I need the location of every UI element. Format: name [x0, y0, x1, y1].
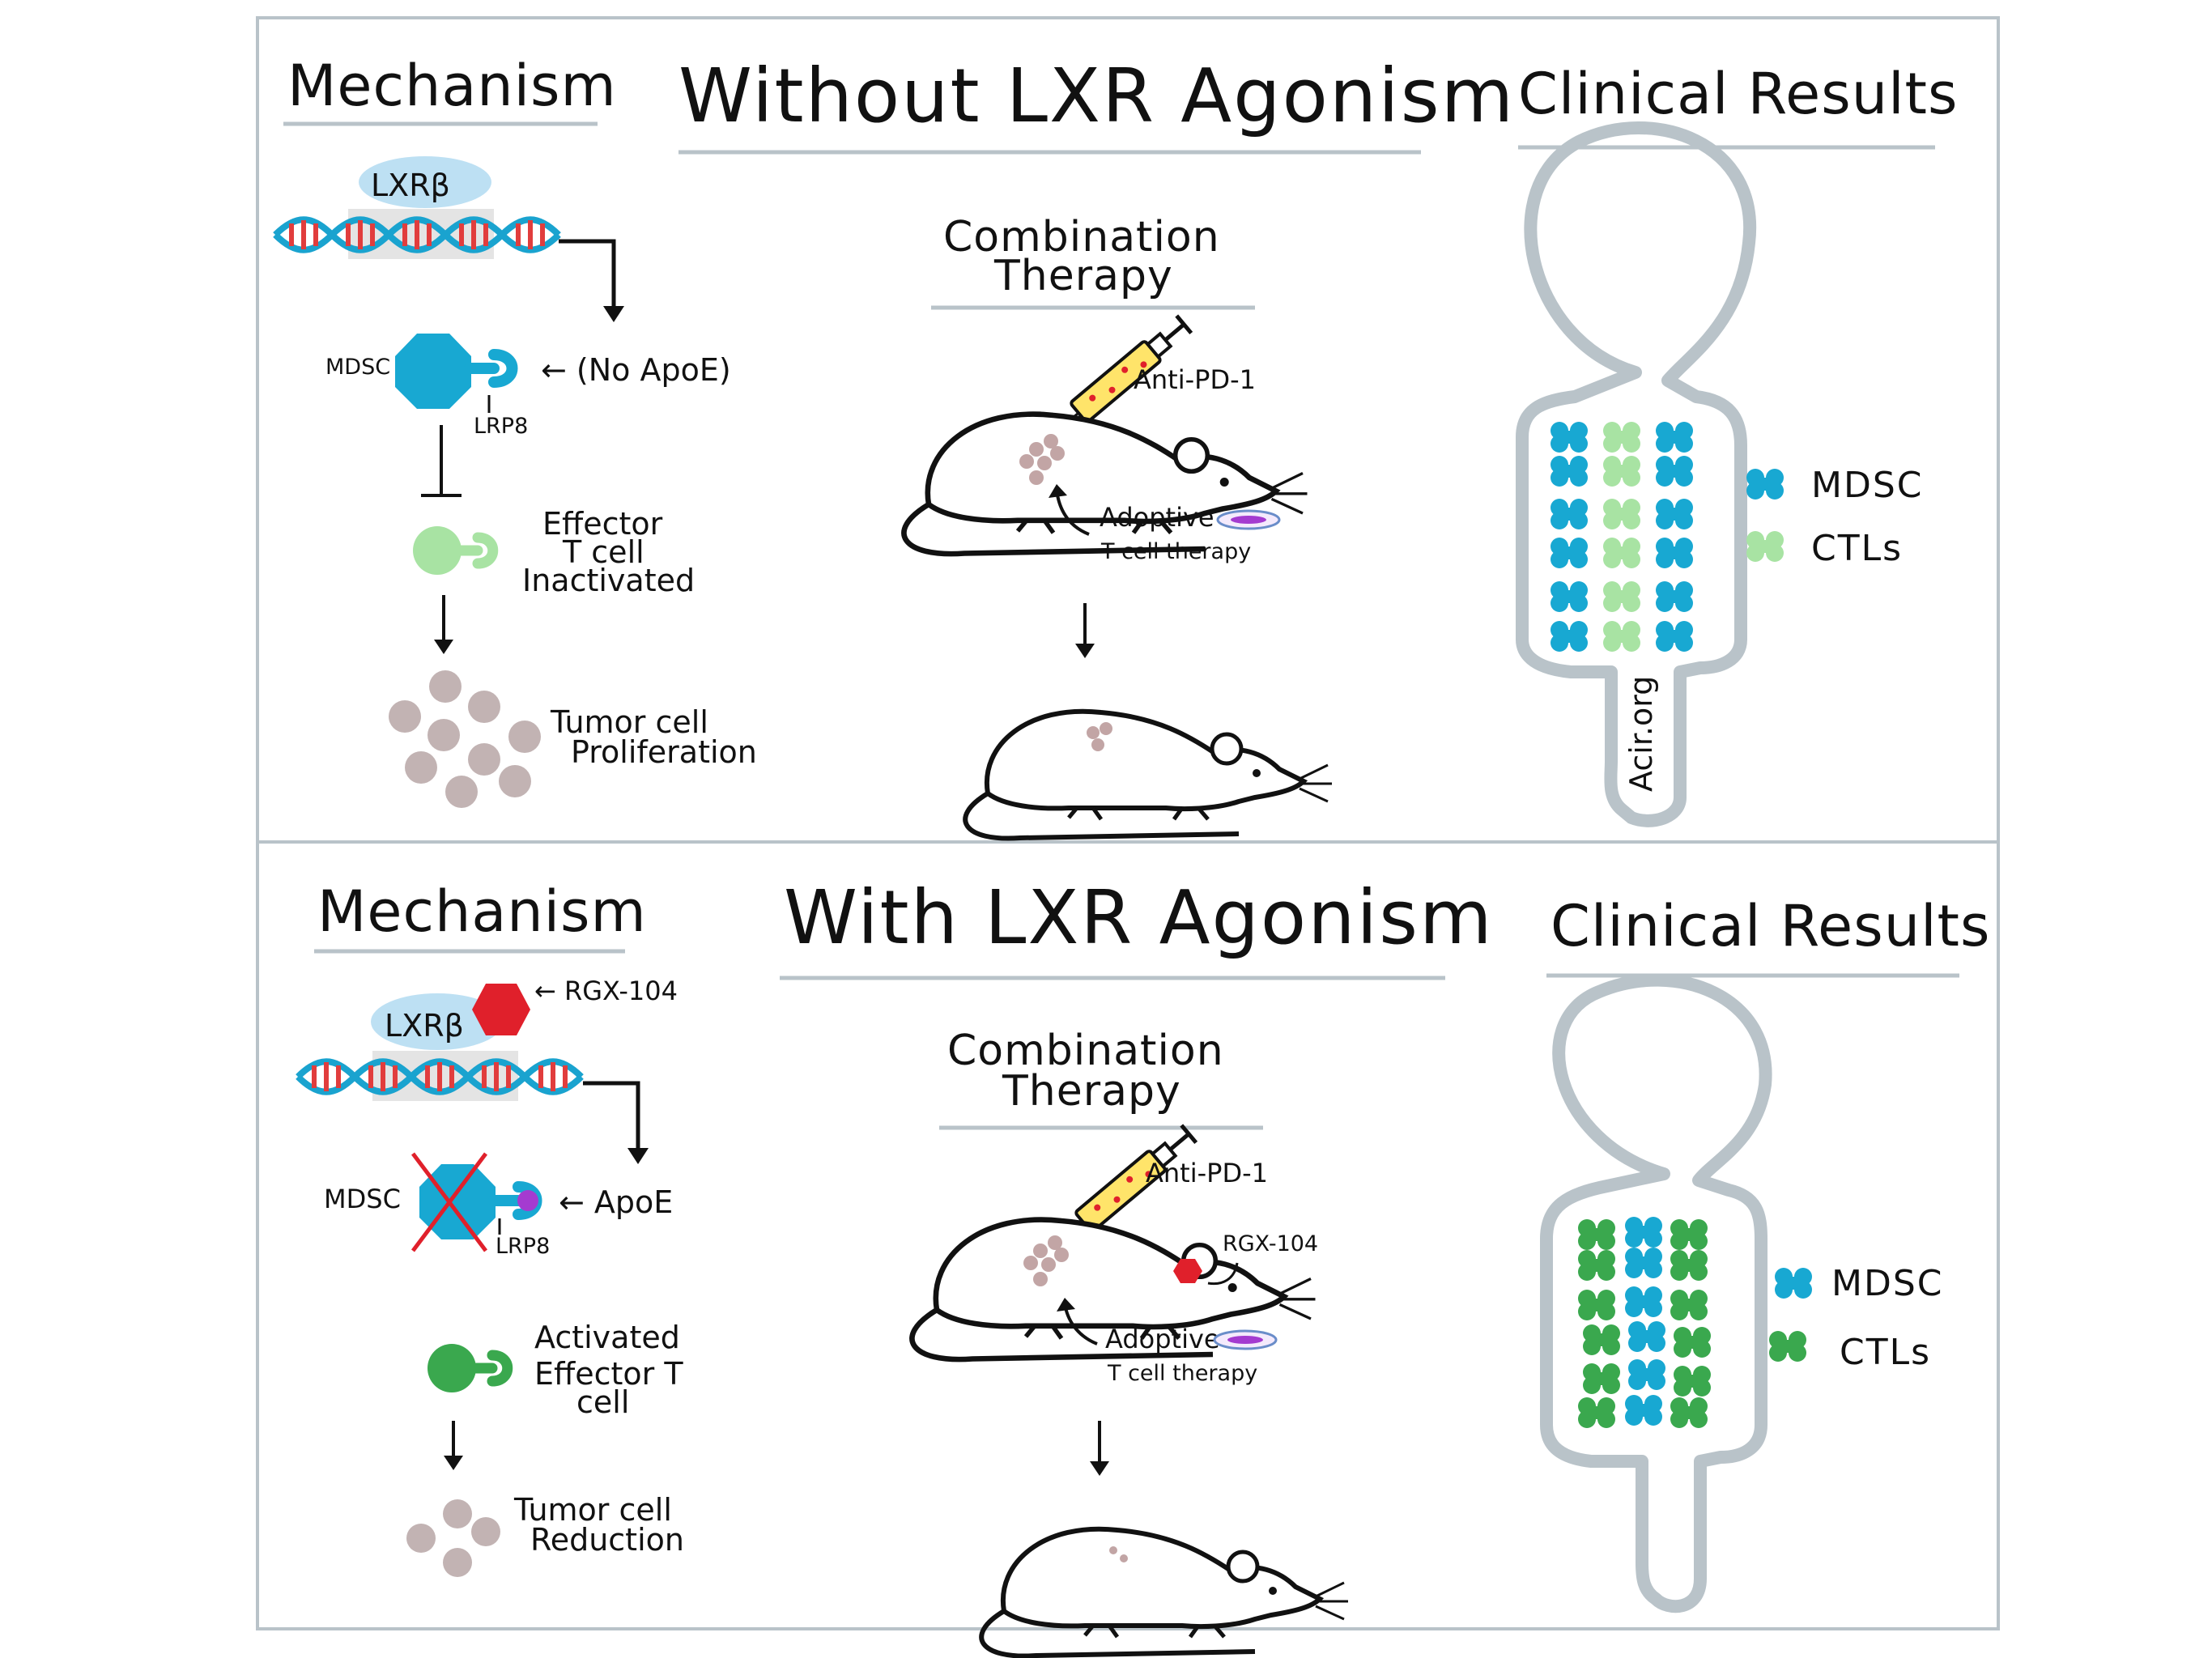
bottom-lxr-bubble	[371, 993, 504, 1050]
top-tumor-line1: Tumor cell	[550, 704, 708, 740]
bottom-mouse-result-icon	[981, 1529, 1348, 1656]
top-receptor-label: LXRβ	[371, 168, 450, 203]
bottom-adoptive-line1: Adoptive	[1105, 1324, 1220, 1354]
bottom-combo-line1: Combination	[947, 1027, 1224, 1075]
top-panel: Mechanism Without LXR Agonism Clinical R…	[275, 53, 1958, 839]
bottom-receptor-label: LXRβ	[385, 1008, 464, 1044]
bottom-tumor-cluster	[406, 1499, 500, 1577]
top-adoptive-line2: T cell therapy	[1100, 539, 1251, 564]
top-lxr-bubble	[359, 156, 491, 208]
top-tumor-cluster	[389, 670, 541, 808]
bottom-effector-line2: Effector T	[534, 1356, 683, 1392]
bottom-effector-line3: cell	[576, 1384, 629, 1420]
bottom-clinical-heading: Clinical Results	[1551, 893, 1990, 959]
bottom-body-cells	[1578, 1217, 1711, 1428]
top-legend-ctl-icon	[1746, 531, 1784, 562]
top-mdsc-cell	[395, 334, 471, 409]
top-lrp8-label: LRP8	[474, 414, 528, 439]
bottom-tumor-line1: Tumor cell	[513, 1492, 672, 1528]
top-dish-icon	[1216, 509, 1281, 530]
top-body-cells	[1551, 422, 1693, 652]
top-combo-line2: Therapy	[993, 252, 1173, 300]
top-watermark: Acir.org	[1623, 676, 1659, 792]
top-effector-line2: T cell	[562, 534, 644, 570]
top-title: Without LXR Agonism	[678, 53, 1515, 139]
bottom-rgx-label: RGX-104	[1223, 1231, 1318, 1256]
bottom-apoe-label: ← ApoE	[559, 1184, 673, 1220]
bottom-mouse-tumor	[1023, 1235, 1069, 1286]
top-combo-line1: Combination	[943, 213, 1220, 261]
top-anti-pd1: Anti-PD-1	[1134, 364, 1256, 395]
bottom-mechanism-heading: Mechanism	[317, 878, 647, 945]
top-mdsc-label: MDSC	[325, 355, 390, 380]
top-effector-cell	[413, 526, 462, 575]
bottom-legend-ctl: CTLs	[1840, 1332, 1931, 1373]
bottom-tumor-line2: Reduction	[530, 1522, 684, 1558]
bottom-legend-mdsc: MDSC	[1831, 1263, 1944, 1304]
top-mouse-result-icon	[965, 712, 1332, 839]
bottom-effector-line1: Activated	[534, 1320, 680, 1355]
top-dna-helix	[275, 219, 559, 250]
bottom-apoe-bound	[517, 1190, 538, 1211]
top-mechanism-heading: Mechanism	[287, 53, 617, 119]
top-effector-line3: Inactivated	[522, 563, 695, 598]
top-effector-line1: Effector	[542, 506, 663, 542]
top-legend-ctl: CTLs	[1811, 528, 1903, 569]
bottom-legend-ctl-icon	[1769, 1331, 1806, 1362]
bottom-title: With LXR Agonism	[784, 874, 1494, 961]
top-legend-mdsc: MDSC	[1811, 465, 1924, 506]
bottom-rgx104-hexagon	[472, 984, 530, 1035]
bottom-mdsc-label: MDSC	[324, 1184, 401, 1214]
bottom-inhibit-x	[411, 1152, 487, 1252]
bottom-body-silhouette	[1540, 973, 1772, 1613]
bottom-combo-line2: Therapy	[1002, 1067, 1181, 1116]
bottom-rgx-small-hexagon	[1173, 1259, 1202, 1283]
bottom-dna-helix	[298, 1061, 581, 1092]
top-clinical-heading: Clinical Results	[1518, 61, 1958, 127]
bottom-mdsc-cell	[419, 1164, 496, 1239]
bottom-adoptive-line2: T cell therapy	[1107, 1361, 1257, 1386]
bottom-anti-pd1: Anti-PD-1	[1146, 1158, 1268, 1188]
top-body-silhouette	[1516, 121, 1757, 827]
bottom-lrp8-label: LRP8	[496, 1234, 550, 1259]
bottom-agonist-label: ← RGX-104	[534, 976, 678, 1006]
top-mouse-tumor	[1019, 434, 1065, 485]
top-adoptive-line1: Adoptive	[1100, 502, 1214, 533]
outer-frame	[256, 16, 2000, 1630]
top-mouse-treated-icon	[904, 414, 1307, 555]
bottom-legend-mdsc-icon	[1775, 1268, 1812, 1299]
top-legend-mdsc-icon	[1746, 469, 1784, 500]
bottom-dish-icon	[1213, 1329, 1278, 1350]
bottom-effector-cell	[428, 1344, 476, 1392]
top-tumor-line2: Proliferation	[571, 734, 757, 770]
top-no-apoe: ← (No ApoE)	[541, 352, 731, 388]
bottom-panel: Mechanism With LXR Agonism Clinical Resu…	[298, 874, 1990, 1656]
